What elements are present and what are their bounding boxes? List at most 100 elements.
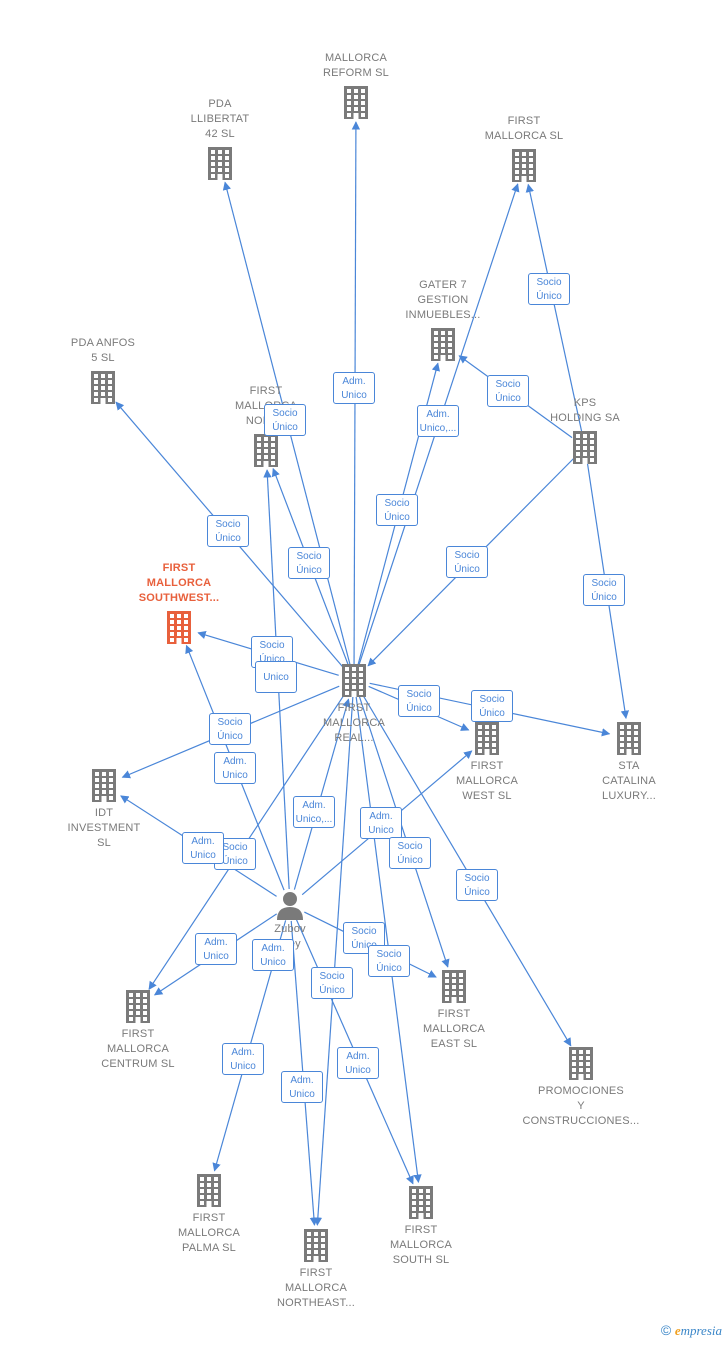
building-icon[interactable] [472,721,502,760]
building-icon[interactable] [123,989,153,1028]
building-icon-highlight[interactable] [164,610,194,649]
edge-real-to-east [358,695,450,968]
node-label-line: FIRST [249,385,283,397]
building-icon[interactable] [614,721,644,760]
node-label-line: KPS [573,397,597,409]
relation-badge-text: Socio [217,717,243,728]
building-icon[interactable] [301,1228,331,1267]
node-label-line: WEST SL [462,790,512,802]
node-label-line: EAST SL [430,1038,478,1050]
relation-badge[interactable]: Adm.Unico [252,939,294,971]
relation-badge-text: Unico,... [295,814,333,825]
relation-badge-text: Unico [222,770,248,781]
building-icon[interactable] [509,148,539,187]
node-label-line: MALLORCA [324,52,388,64]
relation-badge-text: Socio [479,694,505,705]
building-icon[interactable] [89,768,119,807]
node-label-line: GESTION [417,294,469,306]
relation-badge[interactable]: Adm.Unico [337,1047,379,1079]
relation-badge-text: Socio [376,949,402,960]
relation-badge[interactable]: Adm. Unico [214,752,256,784]
node-label-line: SOUTHWEST... [138,592,220,604]
relation-badge[interactable]: Unico [255,661,297,693]
building-icon[interactable] [88,370,118,409]
building-icon[interactable] [566,1046,596,1085]
relation-badge[interactable]: Adm.Unico [182,832,224,864]
relation-badge-text: Único [591,592,617,603]
building-icon[interactable] [194,1173,224,1212]
relation-badge-text: Adm. [426,409,450,420]
node-label-line: LUXURY... [602,790,656,802]
node-label-line: FIRST [507,115,541,127]
relation-badge-text: Unico [341,390,367,401]
relation-badge-text: Único [536,291,562,302]
relation-badge-text: Único [495,393,521,404]
building-icon[interactable] [428,327,458,366]
node-label-line: PROMOCIONES [538,1085,624,1097]
relation-badge[interactable]: Adm. Unico [333,372,375,404]
node-label-line: PDA [208,98,232,110]
node-label-line: IDT [94,807,114,819]
node-label-line: FIRST [121,1028,155,1040]
relation-badge[interactable]: Adm.Unico,... [417,405,459,437]
building-icon[interactable] [205,146,235,185]
relation-badge-text: Unico [345,1065,371,1076]
building-icon[interactable] [406,1185,436,1224]
building-icon[interactable] [439,969,469,1008]
relation-badge-text: Único [272,422,298,433]
relation-badge-text: Adm. [342,376,366,387]
relation-badge-text: Unico [368,825,394,836]
node-label-line: SL [97,837,111,849]
node-label-line: REFORM SL [323,67,389,79]
relation-badge-text: Socio [222,842,248,853]
relation-badge-text: Único [259,654,285,665]
relation-badge[interactable]: Adm.Unico,... [293,796,335,828]
relation-badge-text: Socio [536,277,562,288]
relation-badge[interactable]: Adm.Unico [222,1043,264,1075]
relation-badge-text: Adm. [191,836,215,847]
node-label-line: MALLORCA [284,1282,348,1294]
relation-badge[interactable]: Adm.Unico [360,807,402,839]
relation-badge-text: Socio [259,640,285,651]
node-label-line: PDA ANFOS [70,337,136,349]
node-label-line: FIRST [162,562,196,574]
relation-badge-text: Socio [319,971,345,982]
node-label-line: MALLORCA [455,775,519,787]
relation-badge-text: Socio [351,926,377,937]
building-icon[interactable] [339,663,369,702]
relation-badge-text: Adm. [223,756,247,767]
building-icon[interactable] [251,433,281,472]
person-icon[interactable] [275,890,305,925]
building-icon[interactable] [341,85,371,124]
building-icon[interactable] [570,430,600,469]
node-label-line: REAL... [334,732,374,744]
relation-badge[interactable]: Adm.Unico [195,933,237,965]
relation-badge-text: Único [454,564,480,575]
footer-brand[interactable]: © empresia [661,1322,722,1339]
relation-badge[interactable]: Adm.Unico [281,1071,323,1103]
copyright-icon: © [660,1322,672,1338]
node-label-line: GATER 7 [419,279,467,291]
relation-badge-text: Único [376,963,402,974]
